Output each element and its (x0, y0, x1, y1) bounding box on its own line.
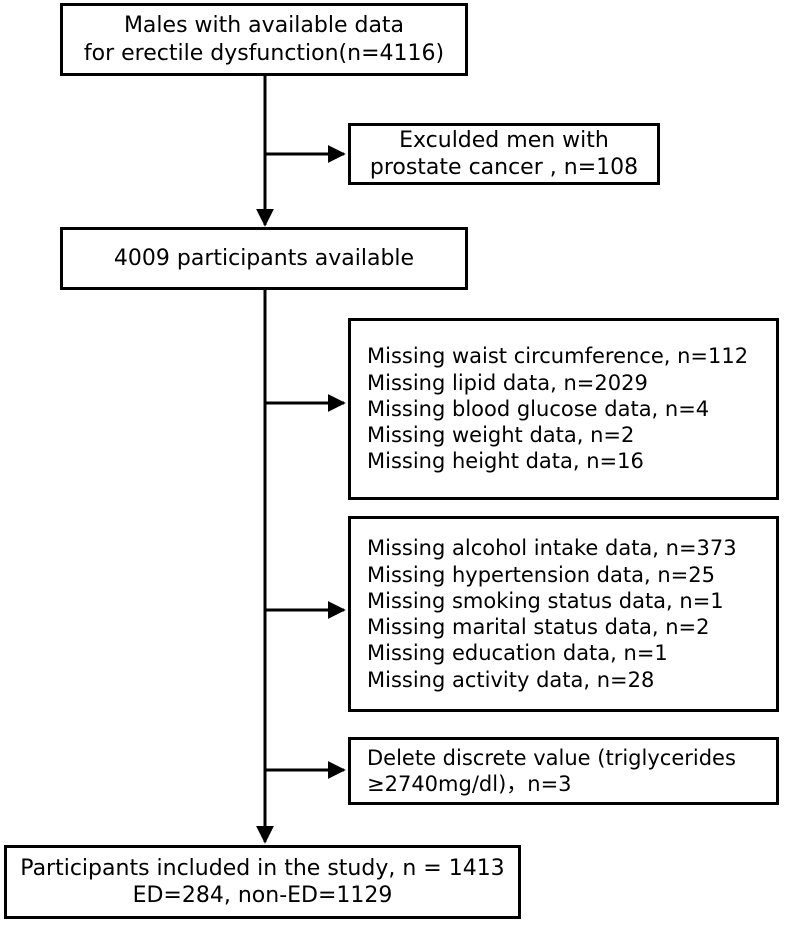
available-line-1: 4009 participants available (113, 245, 415, 271)
excl-cancer-line-1: Exculded men with (399, 127, 609, 153)
start-line-2: for erectile dysfunction(n=4116) (83, 40, 445, 66)
start-line-1: Males with available data (123, 13, 405, 38)
discrete-line-1: Delete discrete value (triglycerides (367, 745, 736, 770)
missing-life-line-1: Missing alcohol intake data, n=373 (367, 536, 737, 561)
missing-anthro-line-2: Missing lipid data, n=2029 (367, 370, 648, 395)
box-final-participants: Participants included in the study, n = … (4, 845, 521, 919)
box-start-population: Males with available data for erectile d… (60, 3, 468, 76)
box-missing-anthropometric-lab: Missing waist circumference, n=112 Missi… (348, 318, 779, 500)
missing-life-line-5: Missing education data, n=1 (367, 641, 668, 666)
box-excluded-prostate-cancer: Exculded men with prostate cancer , n=10… (348, 123, 660, 185)
discrete-line-2: ≥2740mg/dl)，n=3 (367, 772, 572, 796)
missing-anthro-line-5: Missing height data, n=16 (367, 449, 644, 474)
missing-life-line-4: Missing marital status data, n=2 (367, 615, 710, 639)
excl-cancer-line-2: prostate cancer , n=108 (369, 155, 639, 180)
missing-anthro-line-4: Missing weight data, n=2 (367, 423, 635, 448)
box-participants-available: 4009 participants available (60, 227, 468, 290)
missing-life-line-6: Missing activity data, n=28 (367, 667, 655, 692)
box-delete-discrete-value: Delete discrete value (triglycerides ≥27… (348, 737, 779, 805)
missing-life-line-3: Missing smoking status data, n=1 (367, 588, 724, 613)
final-line-1: Participants included in the study, n = … (20, 855, 505, 881)
box-missing-lifestyle: Missing alcohol intake data, n=373 Missi… (348, 516, 779, 712)
missing-anthro-line-3: Missing blood glucose data, n=4 (367, 396, 710, 421)
missing-life-line-2: Missing hypertension data, n=25 (367, 562, 715, 587)
missing-anthro-line-1: Missing waist circumference, n=112 (367, 344, 749, 369)
final-line-2: ED=284, non-ED=1129 (132, 883, 393, 908)
